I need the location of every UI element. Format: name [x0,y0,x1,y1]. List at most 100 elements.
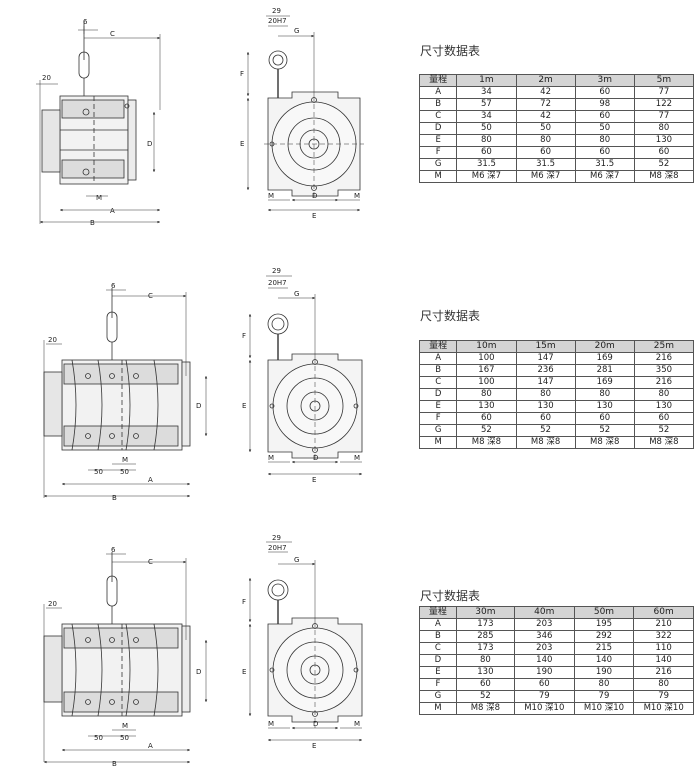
table-cell: 50 [456,122,517,135]
table-cell: 31.5 [574,158,635,171]
table-cell: 130 [633,400,694,413]
table-cell: M8 深8 [633,170,694,183]
table-cell: 31.5 [456,158,517,171]
table-header-cell: 5m [633,74,694,87]
side-view-3 [43,552,208,764]
table-cell: 42 [515,86,576,99]
table-cell: 215 [573,642,635,655]
table-cell: B [418,98,458,111]
dim-label: B [112,760,117,768]
table-cell: 210 [633,618,694,631]
table-cell: 190 [513,666,575,679]
table-cell: M [419,702,457,715]
table-cell: 34 [456,110,517,123]
table-cell: M10 深10 [633,702,694,715]
table-cell: 52 [633,158,694,171]
table-cell: 100 [456,376,517,389]
table-cell: M10 深10 [513,702,575,715]
table-cell: 140 [513,654,575,667]
table-header-cell: 1m [456,74,517,87]
table-cell: 147 [515,352,576,365]
dim-label: C [148,292,153,300]
table-cell: M6 深7 [515,170,576,183]
table-cell: B [418,364,458,377]
dim-label: 6 [83,18,88,26]
table-header-cell: 3m [574,74,635,87]
dim-label: D [313,454,318,462]
table-cell: 80 [633,122,694,135]
table-cell: 52 [574,424,635,437]
dim-label: G [294,290,299,298]
table-cell: 72 [515,98,576,111]
table-cell: 169 [574,376,635,389]
table-cell: M [418,436,458,449]
dim-label: 20H7 [268,279,287,287]
dim-label: F [242,332,246,340]
dim-label: 20 [48,336,57,344]
table-cell: G [418,158,458,171]
table-header-cell: 量程 [419,606,457,619]
table-cell: M10 深10 [573,702,635,715]
section-title: 尺寸数据表 [420,309,481,323]
dim-label: B [112,494,117,502]
dim-label: D [196,668,201,676]
dim-label: E [312,476,316,484]
dim-label: E [312,742,316,750]
table-header-cell: 60m [633,606,694,619]
table-cell: D [419,654,457,667]
table-cell: E [418,134,458,147]
table-cell: F [418,412,458,425]
front-view-2-labels: 29 20H7 G F E M D M E [242,267,360,484]
table-cell: 167 [456,364,517,377]
dim-label: D [312,192,317,200]
table-cell: 80 [633,678,694,691]
table-cell: M6 深7 [574,170,635,183]
front-view-1-labels: 29 20H7 G F E M D M E [240,7,360,220]
table-cell: 346 [513,630,575,643]
dim-label: 20H7 [268,17,287,25]
dim-label: 6 [111,546,116,554]
table-header-cell: 40m [513,606,575,619]
table-header-cell: 30m [455,606,515,619]
dim-label: D [147,140,152,148]
table-cell: 80 [515,388,576,401]
dim-label: 20 [48,600,57,608]
dim-label: 50 [94,468,103,476]
table-cell: 52 [515,424,576,437]
dim-label: C [110,30,115,38]
table-cell: F [418,146,458,159]
table-cell: 80 [574,388,635,401]
dim-label: 29 [272,534,281,542]
table-cell: M [418,170,458,183]
table-cell: D [418,388,458,401]
dim-label: M [354,454,360,462]
table-cell: 130 [455,666,515,679]
table-cell: 216 [633,666,694,679]
table-cell: E [418,400,458,413]
dim-label: F [242,598,246,606]
table-cell: F [419,678,457,691]
table-cell: 100 [456,352,517,365]
table-cell: A [418,86,458,99]
table-cell: A [419,618,457,631]
table-cell: 203 [513,642,575,655]
table-cell: 216 [633,352,694,365]
dim-label: B [90,219,95,227]
table-cell: 60 [456,146,517,159]
table-cell: 169 [574,352,635,365]
